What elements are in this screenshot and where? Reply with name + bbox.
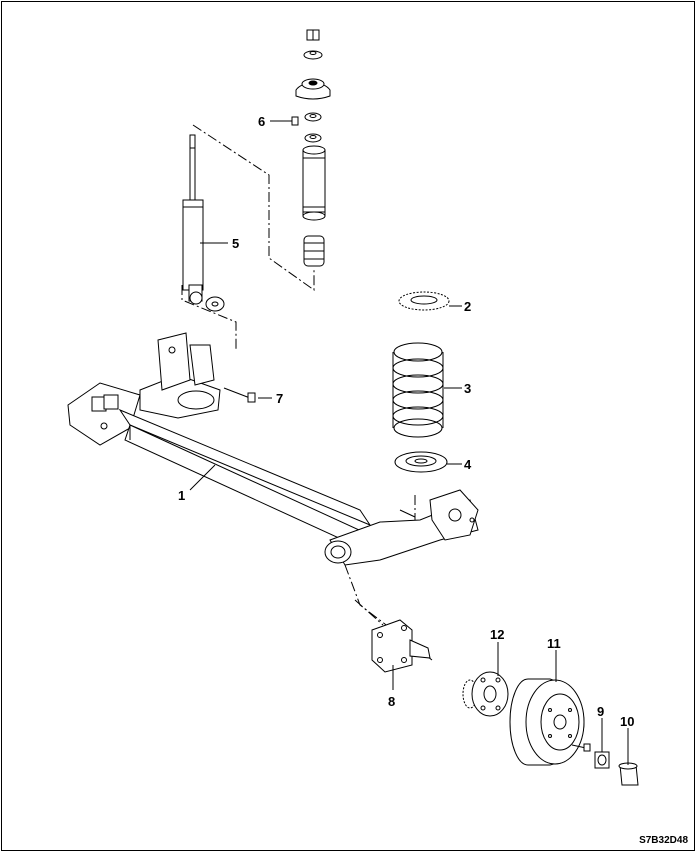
callout-6: 6: [258, 114, 266, 129]
dust-cap: [618, 762, 639, 786]
upper-spring-seat: [398, 291, 450, 311]
callout-2: 2: [464, 299, 472, 314]
top-mount-assembly: [295, 29, 331, 143]
figure-code: S7B32D48: [639, 835, 688, 846]
dust-boot: [302, 145, 326, 221]
callout-11: 11: [547, 636, 561, 651]
rear-axle-beam: [67, 332, 479, 566]
leader-lines: [189, 120, 629, 765]
spindle: [371, 619, 431, 673]
hub-with-abs-ring: [462, 671, 509, 717]
callout-3: 3: [464, 381, 472, 396]
hub-nut: [594, 751, 610, 769]
bolt-6: [283, 116, 299, 126]
callout-5: 5: [232, 236, 240, 251]
callout-12: 12: [490, 627, 505, 642]
brake-drum: [509, 678, 585, 766]
coil-spring: [392, 342, 444, 438]
shock-absorber: [182, 134, 225, 312]
bolt-7: [223, 387, 256, 403]
callout-9: 9: [597, 704, 605, 719]
callout-8: 8: [388, 694, 396, 709]
callout-4: 4: [464, 457, 472, 472]
drum-screw: [571, 743, 591, 752]
callout-10: 10: [620, 714, 635, 729]
bump-stop: [303, 235, 325, 267]
lower-spring-seat: [394, 451, 448, 473]
callout-1: 1: [178, 488, 186, 503]
callout-7: 7: [276, 391, 284, 406]
